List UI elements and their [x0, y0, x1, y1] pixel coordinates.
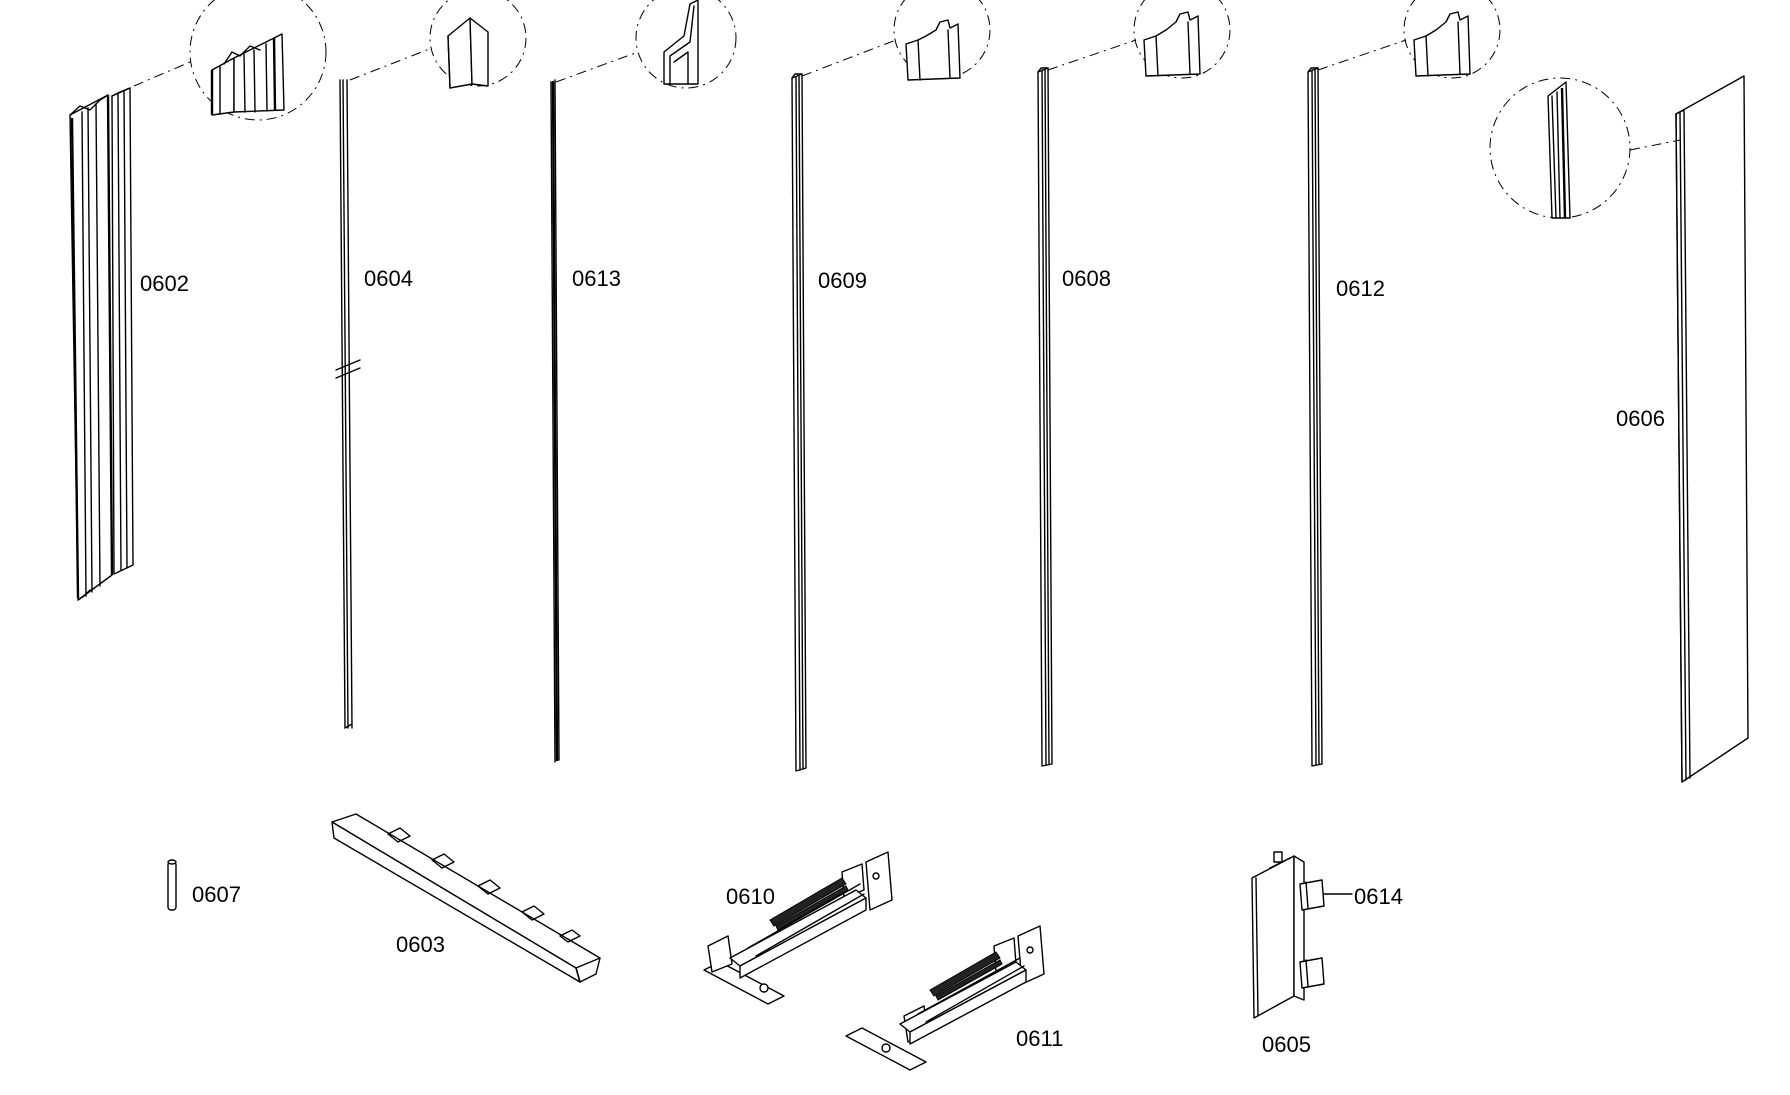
label-0607: 0607 — [192, 882, 241, 907]
label-0602: 0602 — [140, 271, 189, 296]
detail-circle-0612 — [1317, 0, 1501, 79]
label-0608: 0608 — [1062, 266, 1111, 291]
label-0611: 0611 — [1016, 1026, 1063, 1051]
label-0603: 0603 — [396, 932, 445, 957]
part-0603-slotted-rail — [331, 813, 601, 983]
part-0605-cover — [1251, 851, 1305, 1019]
part-0611-bracket — [845, 925, 1045, 1071]
label-0613: 0613 — [572, 266, 621, 291]
label-0604: 0604 — [364, 266, 413, 291]
label-0610: 0610 — [726, 884, 775, 909]
label-0606: 0606 — [1616, 406, 1665, 431]
detail-circle-0602 — [133, 0, 327, 121]
part-labels: 0602 0604 0613 0609 0608 0612 0606 0607 … — [140, 266, 1665, 1057]
part-0604-strip — [335, 79, 361, 729]
part-0612-rail — [1307, 67, 1323, 767]
detail-circle-0604 — [349, 0, 527, 89]
part-0614-clip — [1299, 879, 1353, 989]
detail-circle-0608 — [1047, 0, 1231, 79]
part-0609-rail — [791, 73, 807, 772]
detail-circle-0613 — [555, 0, 737, 89]
part-0607-pin — [167, 859, 177, 911]
label-0609: 0609 — [818, 268, 867, 293]
part-0602-profile — [69, 87, 134, 601]
label-0612: 0612 — [1336, 276, 1385, 301]
part-0610-bracket — [703, 851, 893, 1005]
detail-circle-0606 — [1489, 77, 1681, 219]
part-0606-panel — [1675, 75, 1749, 783]
detail-circle-0609 — [801, 0, 991, 81]
part-0613-rod — [550, 79, 560, 763]
part-0608-rail — [1037, 67, 1053, 767]
label-0614: 0614 — [1354, 884, 1403, 909]
label-0605: 0605 — [1262, 1032, 1311, 1057]
